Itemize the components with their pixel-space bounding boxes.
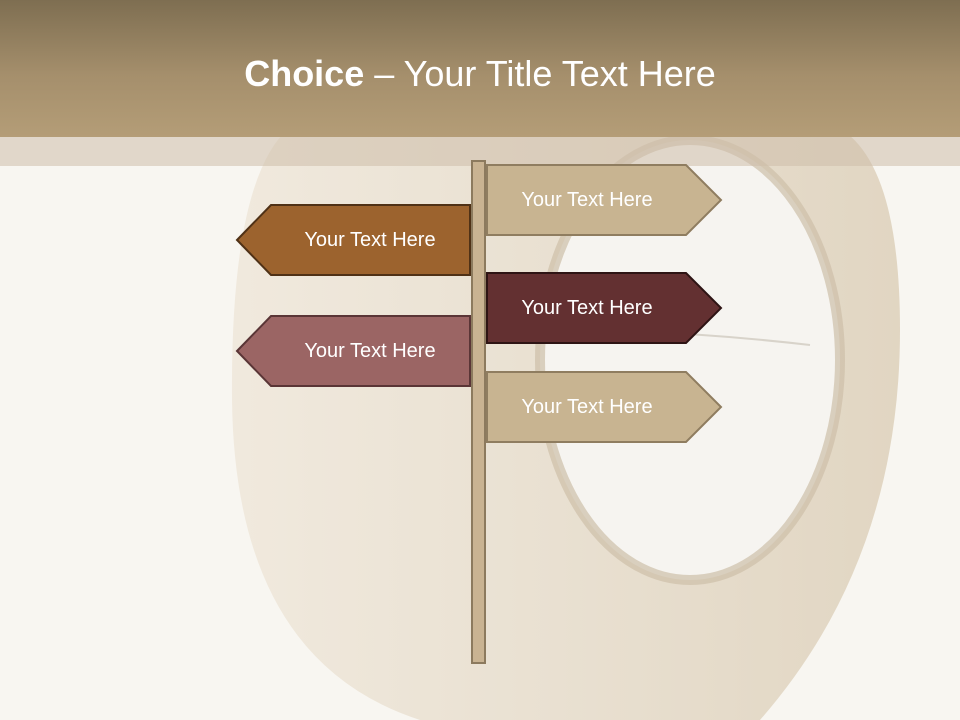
sign-label-3: Your Text Here	[521, 296, 653, 319]
sign-shape-1	[486, 164, 723, 236]
sign-shape-2	[235, 204, 471, 276]
signpost-arrow-right-3: Your Text Here	[486, 371, 724, 443]
slide-title-bold: Choice	[244, 53, 365, 94]
signpost-pole	[471, 160, 486, 664]
sign-shape-3	[486, 272, 723, 344]
sign-shape-5	[486, 371, 723, 443]
sign-shape-4	[235, 315, 471, 387]
sign-label-2: Your Text Here	[304, 228, 436, 251]
signpost-arrow-left-1: Your Text Here	[234, 204, 472, 276]
slide-title-separator: –	[364, 53, 404, 94]
sign-label-4: Your Text Here	[304, 339, 436, 362]
signpost-arrow-right-2: Your Text Here	[486, 272, 724, 344]
signpost-arrow-right-1: Your Text Here	[486, 164, 724, 236]
sign-label-1: Your Text Here	[521, 188, 653, 211]
sign-label-5: Your Text Here	[521, 395, 653, 418]
title-bar	[0, 0, 960, 137]
signpost-arrow-left-2: Your Text Here	[234, 315, 472, 387]
slide-title: Choice – Your Title Text Here	[0, 48, 960, 100]
slide-title-text: Your Title Text Here	[403, 53, 716, 94]
